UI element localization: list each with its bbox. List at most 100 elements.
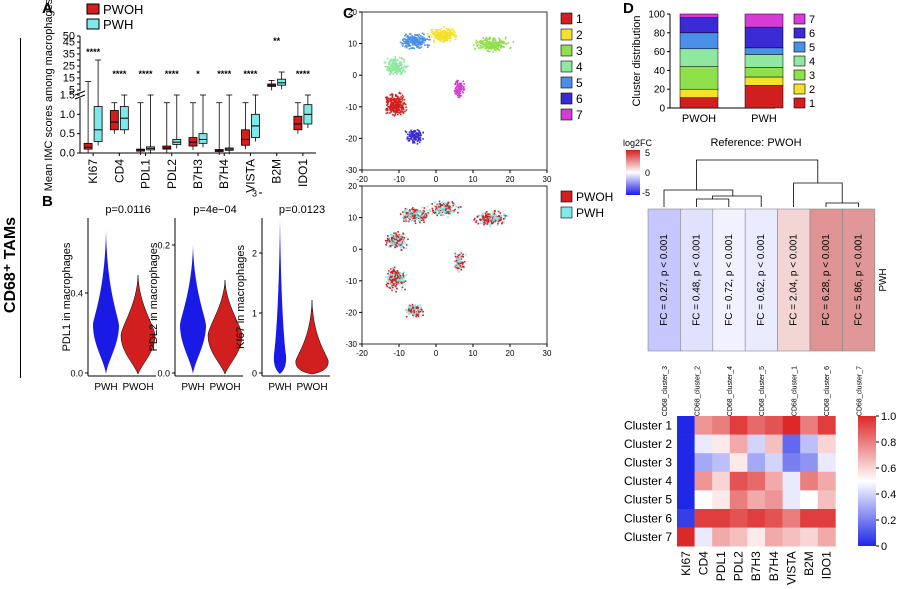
heatmap-cell xyxy=(747,453,766,473)
scatter-point xyxy=(500,46,502,49)
x-tick-label: B7H3 xyxy=(191,159,205,189)
scatter-point xyxy=(393,282,395,285)
scatter-point xyxy=(437,39,439,41)
scatter-point xyxy=(399,275,402,277)
scatter-point xyxy=(397,236,399,238)
scatter-point xyxy=(503,221,505,224)
scatter-point xyxy=(440,35,443,38)
scatter-point xyxy=(457,263,460,266)
scatter-point xyxy=(486,39,488,41)
scatter-point xyxy=(413,215,416,218)
scatter-point xyxy=(413,130,416,133)
scatter-point xyxy=(395,274,398,277)
scatter-point xyxy=(386,104,388,107)
scatter-point xyxy=(454,266,457,269)
scatter-point xyxy=(435,34,437,37)
scatter-point xyxy=(388,286,391,289)
scatter-point xyxy=(462,256,464,258)
scatter-point xyxy=(457,211,459,214)
scatter-point xyxy=(428,208,431,211)
scatter-point xyxy=(414,212,417,214)
scatter-point xyxy=(391,243,393,246)
heatmap-cell xyxy=(782,453,801,473)
heatmap-row-label: Cluster 6 xyxy=(624,511,672,525)
scatter-point xyxy=(404,66,406,69)
scatter-point xyxy=(485,45,487,48)
scatter-point xyxy=(422,314,424,316)
scatter-point xyxy=(487,213,489,215)
x-tick-label: B7H4 xyxy=(217,159,231,189)
scatter-point xyxy=(493,37,496,40)
scatter-point xyxy=(449,205,452,207)
scatter-point xyxy=(501,40,504,43)
heatmap-column-label: B7H4 xyxy=(767,551,781,581)
scatter-point xyxy=(418,47,420,49)
scatter-point xyxy=(475,220,478,222)
scatter-point xyxy=(455,265,457,268)
scatter-point xyxy=(397,276,400,278)
scatter-point xyxy=(458,256,460,258)
scatter-point xyxy=(396,67,399,70)
violin-pwh xyxy=(273,220,287,374)
scatter-point xyxy=(404,288,406,291)
scatter-point xyxy=(412,306,414,308)
scatter-point xyxy=(400,98,402,101)
scatter-point xyxy=(455,87,458,89)
scatter-point xyxy=(387,70,390,72)
scatter-point xyxy=(408,131,411,133)
box xyxy=(93,106,103,142)
scatter-point xyxy=(487,218,490,220)
scatter-point xyxy=(404,280,407,283)
scatter-point xyxy=(416,140,419,143)
scatter-point xyxy=(443,39,445,41)
scatter-point xyxy=(494,221,496,224)
scatter-point xyxy=(414,304,417,306)
scatter-point xyxy=(397,100,400,103)
heatmap-row-label: Cluster 3 xyxy=(624,456,672,470)
scatter-point xyxy=(398,68,400,71)
scatter-point xyxy=(399,111,401,113)
scatter-point xyxy=(414,43,417,45)
x-tick-label: PDL2 xyxy=(165,159,179,189)
scatter-y-tick-label: 10 xyxy=(348,214,357,223)
scatter-point xyxy=(400,66,403,69)
scatter-point xyxy=(415,213,417,216)
scatter-point xyxy=(409,306,411,309)
scatter-point xyxy=(453,31,456,34)
scatter-point xyxy=(457,260,460,263)
scatter-point xyxy=(390,288,393,291)
y-tick-label: 15 xyxy=(63,73,75,85)
scatter-point xyxy=(405,109,408,111)
heatmap-cell xyxy=(765,416,783,435)
scatter-point xyxy=(448,35,451,37)
scatter-point xyxy=(457,269,459,272)
scatter-point xyxy=(483,217,486,220)
scatter-point xyxy=(401,245,404,247)
scatter-point xyxy=(435,212,437,215)
scatter-point xyxy=(395,244,398,246)
scatter-point xyxy=(407,35,410,38)
heatmap-cell xyxy=(800,509,819,528)
scatter-point xyxy=(438,39,441,41)
scatter-point xyxy=(403,98,406,101)
scatter-point xyxy=(493,45,495,47)
scatter-point xyxy=(400,234,402,236)
scatter-point xyxy=(461,264,464,267)
scatter-point xyxy=(394,101,396,104)
scatter-point xyxy=(390,99,393,102)
scatter-point xyxy=(386,239,388,242)
scatter-point xyxy=(406,36,409,39)
scatter-point xyxy=(403,271,405,274)
scatter-point xyxy=(393,114,396,117)
scatter-point xyxy=(411,35,413,37)
scatter-point xyxy=(441,33,444,35)
scatter-point xyxy=(414,136,416,139)
stack-y-tick-label: 100 xyxy=(648,10,665,21)
scatter-point xyxy=(389,107,391,110)
scatter-point xyxy=(449,29,452,31)
fc-cell-label: FC = 5.86, p < 0.001 xyxy=(853,234,864,326)
scatter-point xyxy=(401,66,404,69)
scatter-point xyxy=(432,30,434,33)
scatter-point xyxy=(413,213,415,215)
